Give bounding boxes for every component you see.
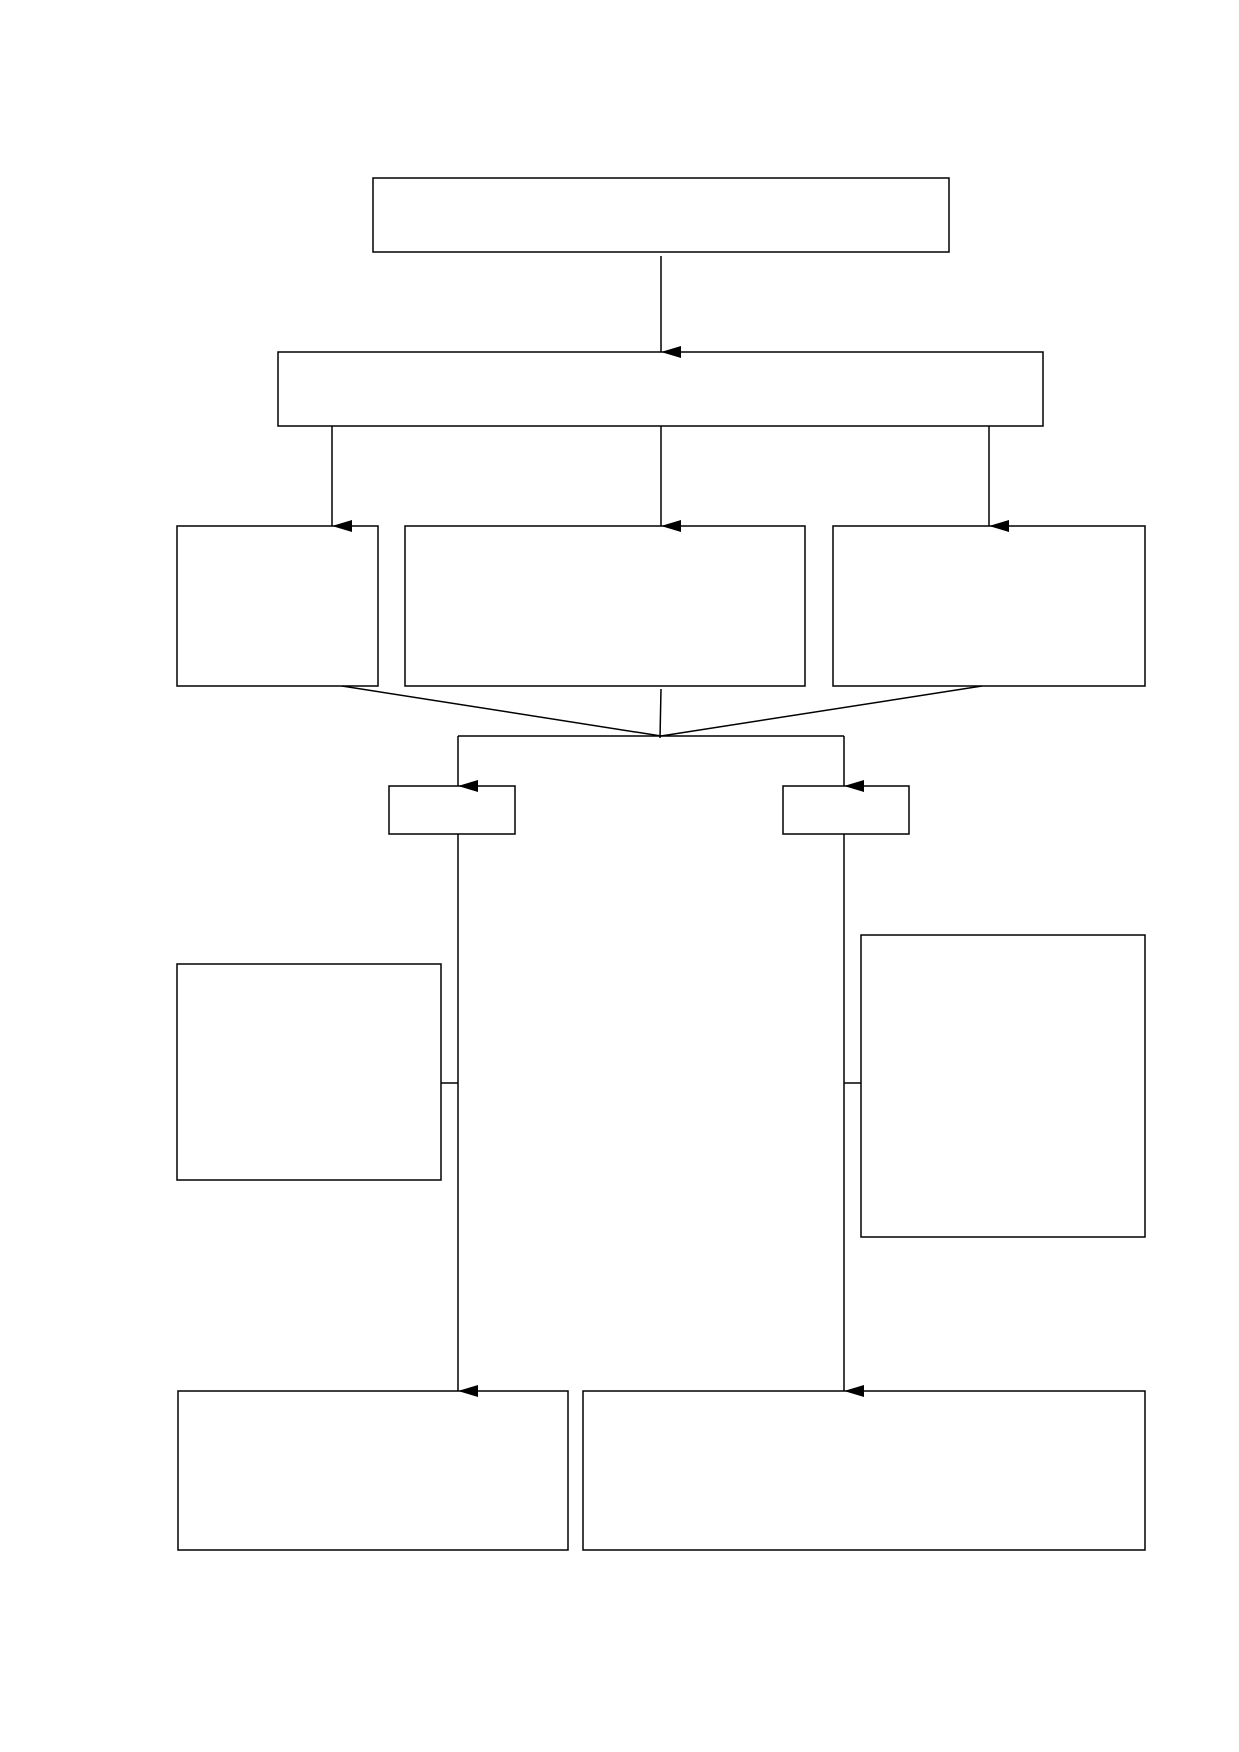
- top-box: [372, 177, 950, 253]
- mid-left-box: [176, 525, 379, 687]
- converge-from-mid-right: [660, 685, 983, 737]
- mid-center-box: [404, 525, 806, 687]
- bottom-left-box: [177, 1390, 569, 1551]
- mid-right-box: [832, 525, 1146, 687]
- bottom-right-box: [582, 1390, 1146, 1551]
- converge-from-mid-center: [659, 688, 662, 739]
- second-box: [277, 351, 1044, 427]
- branch-left-box: [388, 785, 516, 835]
- side-right-box: [860, 934, 1146, 1238]
- side-left-box: [176, 963, 442, 1181]
- branch-right-box: [782, 785, 910, 835]
- converge-from-mid-left: [341, 685, 662, 737]
